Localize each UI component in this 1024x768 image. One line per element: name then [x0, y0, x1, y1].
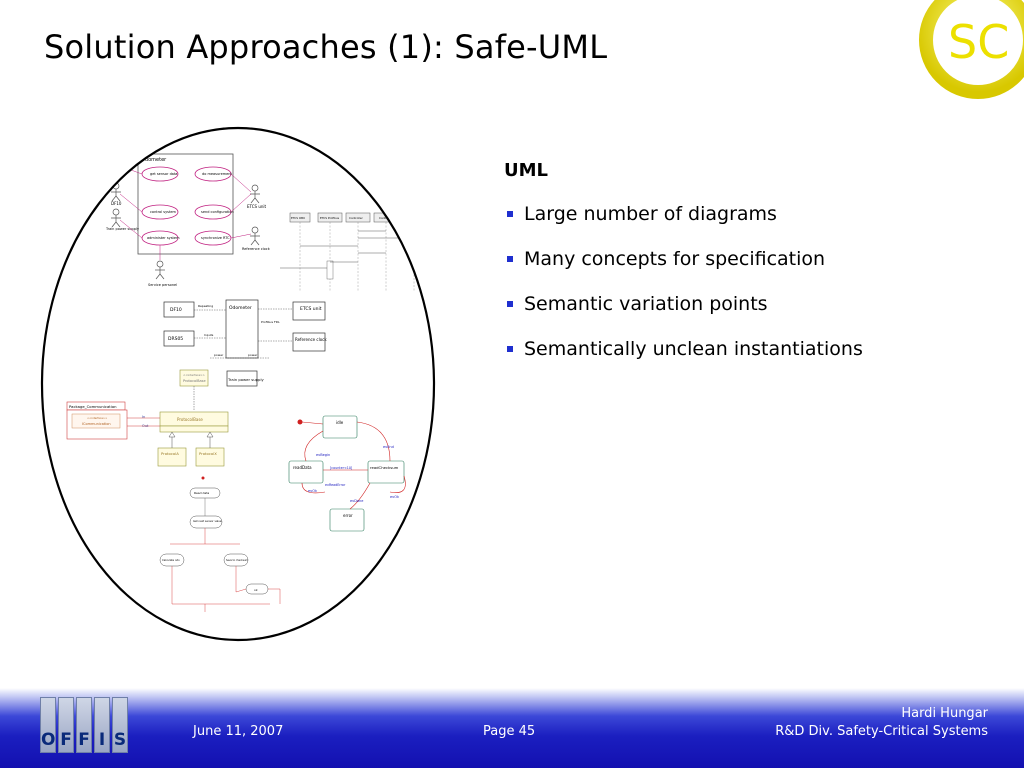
connector-label: Inputs — [204, 333, 214, 337]
lifeline-label: Control — [379, 216, 389, 220]
offis-logo-letter: O — [40, 697, 56, 753]
activity-node: Save to checksum — [226, 559, 249, 562]
lifeline-label: BBRAM — [407, 216, 418, 220]
class-label: ETCS unit — [300, 306, 322, 312]
connector-label: Profibus FDL — [261, 320, 280, 324]
connector-label: power — [214, 353, 224, 357]
bullet-item: Semantically unclean instantiations — [504, 338, 1004, 360]
slide-title: Solution Approaches (1): Safe-UML — [44, 28, 608, 66]
usecase-label: synchronize RTC — [201, 236, 230, 240]
package-diagram: <<interface>> ProtocolBase Package_Commu… — [66, 369, 229, 467]
state-label: idle — [336, 420, 344, 425]
bullet-text: Many concepts for specification — [524, 248, 826, 270]
subclass-label: ProtocolA — [161, 451, 179, 456]
bullet-item: Many concepts for specification — [504, 248, 1004, 270]
footer-author: Hardi Hungar — [901, 706, 988, 721]
bullet-text: Semantic variation points — [524, 293, 768, 315]
state-label: readData — [293, 465, 312, 470]
usecase-label: administer system — [147, 236, 180, 240]
usecase-label: do measurement — [202, 172, 233, 176]
port-label: In — [142, 415, 145, 419]
use-case-diagram: Odometer get sensor data do measurement … — [105, 153, 271, 287]
actor-label: Train power supply — [105, 227, 139, 231]
state-label: readChecksum — [370, 465, 399, 470]
actor-label: Reference clock — [242, 247, 271, 251]
lifeline-label: ETCS Profibus — [320, 216, 340, 220]
footer-bar — [0, 688, 1024, 768]
activity-node: Read data — [194, 491, 209, 495]
transition-label: evReadError — [325, 483, 346, 487]
connector-label: power — [248, 353, 258, 357]
class-label: Odometer — [229, 305, 252, 311]
sc-logo: SC — [919, 0, 1024, 99]
connector-label: Repeating — [198, 304, 213, 308]
bullet-text: Large number of diagrams — [524, 203, 777, 225]
uml-diagram-collage: Odometer get sensor data do measurement … — [40, 126, 440, 642]
footer-division: R&D Div. Safety-Critical Systems — [775, 724, 988, 739]
logo-ring — [919, 0, 1024, 99]
class-label: Train power supply — [227, 377, 265, 382]
class-label: DF10 — [170, 307, 182, 313]
class-label: Reference clock — [295, 337, 327, 342]
subclass-label: ProtocolX — [199, 451, 217, 456]
actor-label: ETCS unit — [247, 204, 267, 209]
bullet-item: Semantic variation points — [504, 293, 1004, 315]
base-class: ProtocolBase — [177, 417, 203, 422]
usecase-label: send configuration — [201, 210, 234, 214]
logo-text: SC — [948, 15, 1009, 69]
footer-page-number: Page 45 — [483, 724, 536, 739]
activity-node: Calculate odo — [162, 558, 180, 562]
package-name: Package_Communication — [69, 404, 117, 409]
offis-logo-letter: I — [94, 697, 110, 753]
interface-label: ProtocolBase — [183, 379, 206, 383]
lifeline-label: Controller — [349, 216, 364, 220]
bullet-square-icon — [507, 256, 513, 262]
transition-label: evOk — [390, 495, 400, 499]
transition-label: evOk — [308, 489, 318, 493]
comm-label: ICommunication — [82, 422, 111, 426]
bullet-square-icon — [507, 346, 513, 352]
transition-label: evBegin — [316, 453, 330, 457]
usecase-label: get sensor data — [150, 172, 177, 176]
bullet-item: Large number of diagrams — [504, 203, 1004, 225]
collage-ellipse — [40, 126, 436, 642]
content-area: UML Large number of diagrams Many concep… — [504, 160, 1004, 383]
sequence-diagram: ETCS OBU ETCS Profibus Controller Contro… — [280, 212, 427, 291]
activity-node: Get next sensor value — [193, 519, 222, 523]
offis-logo-letter: F — [76, 697, 92, 753]
content-heading: UML — [504, 160, 548, 181]
bullet-square-icon — [507, 211, 513, 217]
transition-label: [counter<10] — [330, 466, 352, 470]
actor-label: Service personel — [148, 283, 177, 287]
class-diagram: DF10 Odometer DRS05 ETCS unit Reference … — [163, 299, 327, 387]
usecase-label: control system — [150, 210, 176, 214]
actor-label: DF10 — [111, 201, 122, 206]
lifeline-label: ETCS OBU — [291, 216, 305, 220]
transition-label: evDone — [350, 499, 363, 503]
footer-date: June 11, 2007 — [193, 724, 284, 739]
transition-label: evEnd — [383, 445, 394, 449]
state-label: error — [343, 513, 353, 518]
bullet-text: Semantically unclean instantiations — [524, 338, 863, 360]
stereotype: <<interface>> — [183, 373, 206, 377]
system-name: Odometer — [141, 157, 167, 163]
stereotype: <<interface>> — [87, 416, 107, 420]
bullet-square-icon — [507, 301, 513, 307]
class-label: DRS05 — [168, 336, 183, 342]
activity-node: ok — [254, 588, 258, 592]
activity-diagram: Read data Get next sensor value Calculat… — [159, 476, 281, 612]
offis-logo-letter: S — [112, 697, 128, 753]
bullet-list: Large number of diagrams Many concepts f… — [504, 203, 1004, 360]
state-chart: idle readData readChecksum error evBegin… — [288, 415, 406, 532]
offis-logo-letter: F — [58, 697, 74, 753]
offis-logo: O F F I S — [40, 697, 128, 753]
